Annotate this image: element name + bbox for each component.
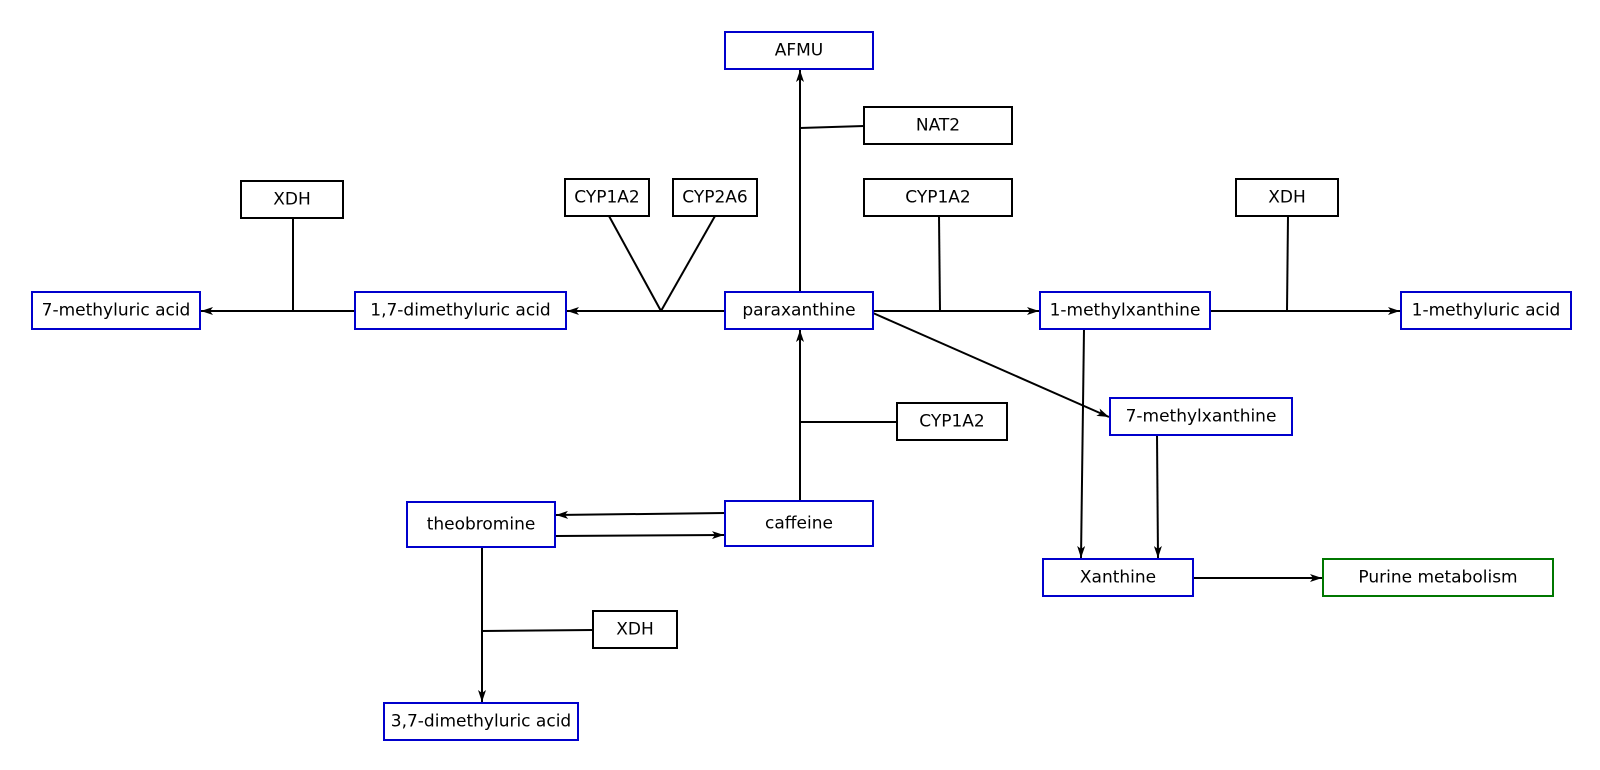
node-label: caffeine (765, 514, 833, 534)
node-box (31, 291, 201, 330)
node-box (1039, 291, 1211, 330)
edge-paraxanthine-to-7-methylxanthine (872, 312, 1110, 418)
node-label: NAT2 (916, 116, 960, 136)
edge-cyp1a2-a-catalysis (608, 215, 662, 312)
node-box (724, 291, 874, 330)
node-nat2: NAT2 (863, 106, 1013, 145)
node-label: CYP2A6 (682, 188, 747, 208)
node-cyp1a2-a: CYP1A2 (564, 178, 650, 217)
node-box (1322, 558, 1554, 597)
node-label: 1,7-dimethyluric acid (370, 301, 550, 321)
node-label: XDH (616, 620, 654, 640)
node-label: CYP1A2 (574, 188, 639, 208)
edge-xdh-right-catalysis (1286, 215, 1289, 312)
edge-cyp2a6-catalysis (660, 215, 716, 312)
node-7-methylxanthine: 7-methylxanthine (1109, 397, 1293, 436)
node-label: AFMU (775, 41, 824, 61)
node-7-methyluric-acid: 7-methyluric acid (31, 291, 201, 330)
node-cyp1a2-c: CYP1A2 (896, 402, 1008, 441)
node-box (406, 501, 556, 548)
edge-caffeine-to-theobromine (555, 510, 726, 519)
node-purine-metabolism: Purine metabolism (1322, 558, 1554, 597)
edge-nat2-catalysis (799, 125, 865, 129)
node-box (1400, 291, 1572, 330)
node-1-7-dimethyluric-acid: 1,7-dimethyluric acid (354, 291, 567, 330)
node-1-methyluric-acid: 1-methyluric acid (1400, 291, 1572, 330)
edge-7-methylxanthine-to-xanthine (1153, 434, 1162, 559)
node-box (592, 610, 678, 649)
node-cyp1a2-b: CYP1A2 (863, 178, 1013, 217)
node-xanthine: Xanthine (1042, 558, 1194, 597)
edge-xdh-bottom-catalysis (481, 629, 594, 632)
node-box (383, 702, 579, 741)
node-label: XDH (1268, 188, 1306, 208)
node-label: Xanthine (1080, 568, 1156, 588)
edge-1-methylxanthine-to-xanthine (1077, 328, 1086, 559)
node-box (240, 180, 344, 219)
node-xdh-left: XDH (240, 180, 344, 219)
node-box (863, 106, 1013, 145)
edges-layer (201, 70, 1400, 702)
node-label: Purine metabolism (1358, 568, 1517, 588)
node-3-7-dimethyluric-acid: 3,7-dimethyluric acid (383, 702, 579, 741)
node-box (724, 31, 874, 70)
node-paraxanthine: paraxanthine (724, 291, 874, 330)
node-caffeine: caffeine (724, 500, 874, 547)
node-afmu: AFMU (724, 31, 874, 70)
node-label: XDH (273, 190, 311, 210)
node-label: theobromine (427, 515, 536, 535)
edge-theobromine-to-caffeine (555, 531, 725, 540)
node-1-methylxanthine: 1-methylxanthine (1039, 291, 1211, 330)
node-label: CYP1A2 (919, 412, 984, 432)
node-box (863, 178, 1013, 217)
node-label: 3,7-dimethyluric acid (391, 712, 571, 732)
node-label: 1-methyluric acid (1412, 301, 1561, 321)
node-box (896, 402, 1008, 441)
node-xdh-bottom: XDH (592, 610, 678, 649)
node-xdh-right: XDH (1235, 178, 1339, 217)
node-box (1109, 397, 1293, 436)
node-box (1235, 178, 1339, 217)
node-box (724, 500, 874, 547)
node-box (564, 178, 650, 217)
node-box (672, 178, 758, 217)
node-label: CYP1A2 (905, 188, 970, 208)
node-box (354, 291, 567, 330)
node-box (1042, 558, 1194, 597)
edge-cyp1a2-b-catalysis (938, 215, 941, 312)
node-cyp2a6: CYP2A6 (672, 178, 758, 217)
node-label: 1-methylxanthine (1050, 301, 1201, 321)
node-label: 7-methylxanthine (1126, 407, 1277, 427)
node-label: 7-methyluric acid (42, 301, 191, 321)
node-theobromine: theobromine (406, 501, 556, 548)
node-label: paraxanthine (742, 301, 855, 321)
